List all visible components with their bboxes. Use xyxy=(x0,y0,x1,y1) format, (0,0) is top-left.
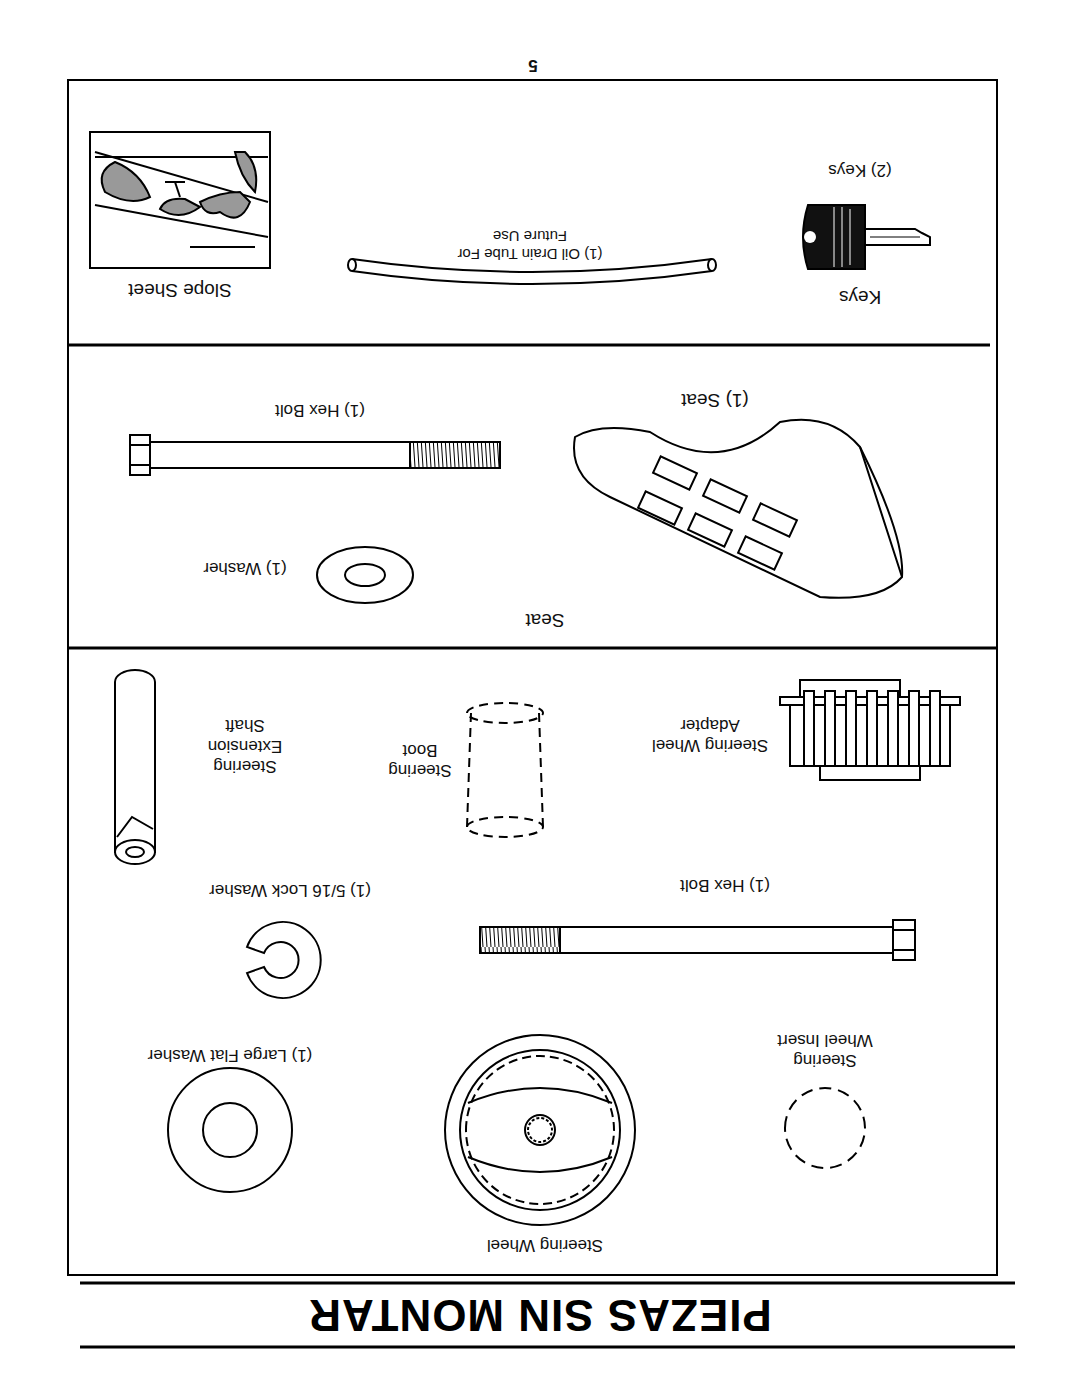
part-label: (1) Hex Bolt xyxy=(680,875,770,895)
adapter-bar xyxy=(909,691,919,766)
part-label: (1) Washer xyxy=(203,558,286,578)
adapter-bar xyxy=(846,691,856,766)
part-label: Steering Boot xyxy=(378,740,463,781)
part-label: (1) Seat xyxy=(681,389,749,412)
part-label: Slope Sheet xyxy=(128,279,232,302)
page-number: 5 xyxy=(528,55,537,75)
part-label: Steering Wheel Adapter xyxy=(635,715,785,756)
adapter-bar xyxy=(930,691,940,766)
part-label: Seat xyxy=(525,609,564,632)
part-label: (1) 5/16 Lock Washer xyxy=(209,880,371,900)
page-title: PIEZAS SIN MONTAR xyxy=(0,1291,1080,1339)
part-label: (2) Keys xyxy=(828,160,891,180)
adapter-bar xyxy=(825,691,835,766)
part-label: (1) Large Flat Washer xyxy=(148,1045,313,1065)
adapter-bar xyxy=(888,691,898,766)
part-label: Steering Wheel xyxy=(487,1235,603,1255)
adapter-bar xyxy=(804,691,814,766)
part-label: Keys xyxy=(839,286,881,309)
adapter-bar xyxy=(867,691,877,766)
part-label: Steering Wheel Insert xyxy=(770,1030,880,1071)
part-label: (1) Oil Drain Tube For Future Use xyxy=(450,227,610,263)
part-label: Steering Extension Shaft xyxy=(195,714,295,775)
part-label: (1) Hex Bolt xyxy=(275,400,365,420)
